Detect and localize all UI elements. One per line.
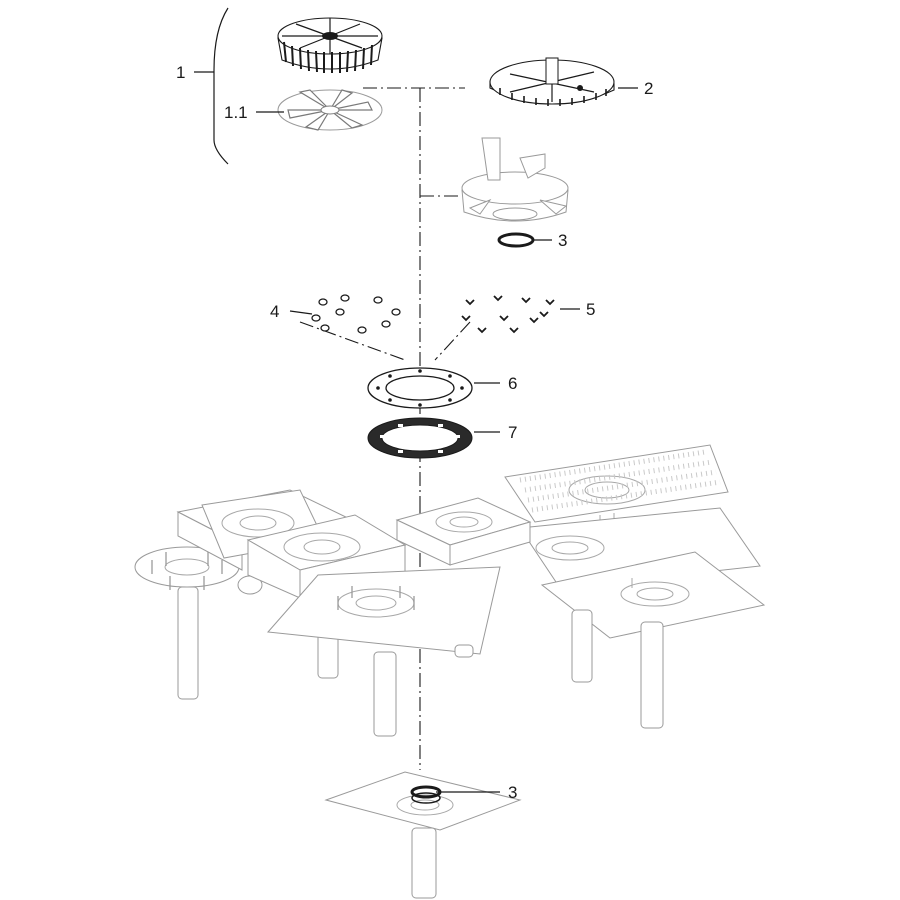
impeller-disc-part <box>277 89 383 131</box>
o-ring-top-part <box>497 232 535 248</box>
gasket-part <box>367 417 473 459</box>
drain-body-right-front <box>540 551 766 729</box>
callout-6: 6 <box>508 374 517 393</box>
adapter-bracket-part <box>461 137 569 222</box>
callout-2: 2 <box>644 79 653 98</box>
drain-body-center-box <box>395 497 532 566</box>
dome-cap-part <box>277 17 383 73</box>
callout-1: 1 <box>176 63 185 82</box>
callout-7: 7 <box>508 423 517 442</box>
callout-3-top: 3 <box>558 231 567 250</box>
wing-nut-set-part <box>461 295 555 334</box>
drain-body-left-round <box>134 546 240 700</box>
nut-set-part <box>311 294 401 334</box>
callout-labels: 1 1.1 2 3 4 5 6 7 3 <box>176 63 653 802</box>
callout-5: 5 <box>586 300 595 319</box>
callout-1-1: 1.1 <box>224 103 248 122</box>
flat-cover-part <box>489 57 615 106</box>
drain-body-variants <box>134 444 766 899</box>
callout-3-bottom: 3 <box>508 783 517 802</box>
drain-body-center-plate <box>266 566 501 737</box>
leader-lines <box>194 7 638 793</box>
callout-4: 4 <box>270 302 279 321</box>
flange-ring-part <box>367 367 473 409</box>
drain-body-bottom <box>324 771 522 899</box>
